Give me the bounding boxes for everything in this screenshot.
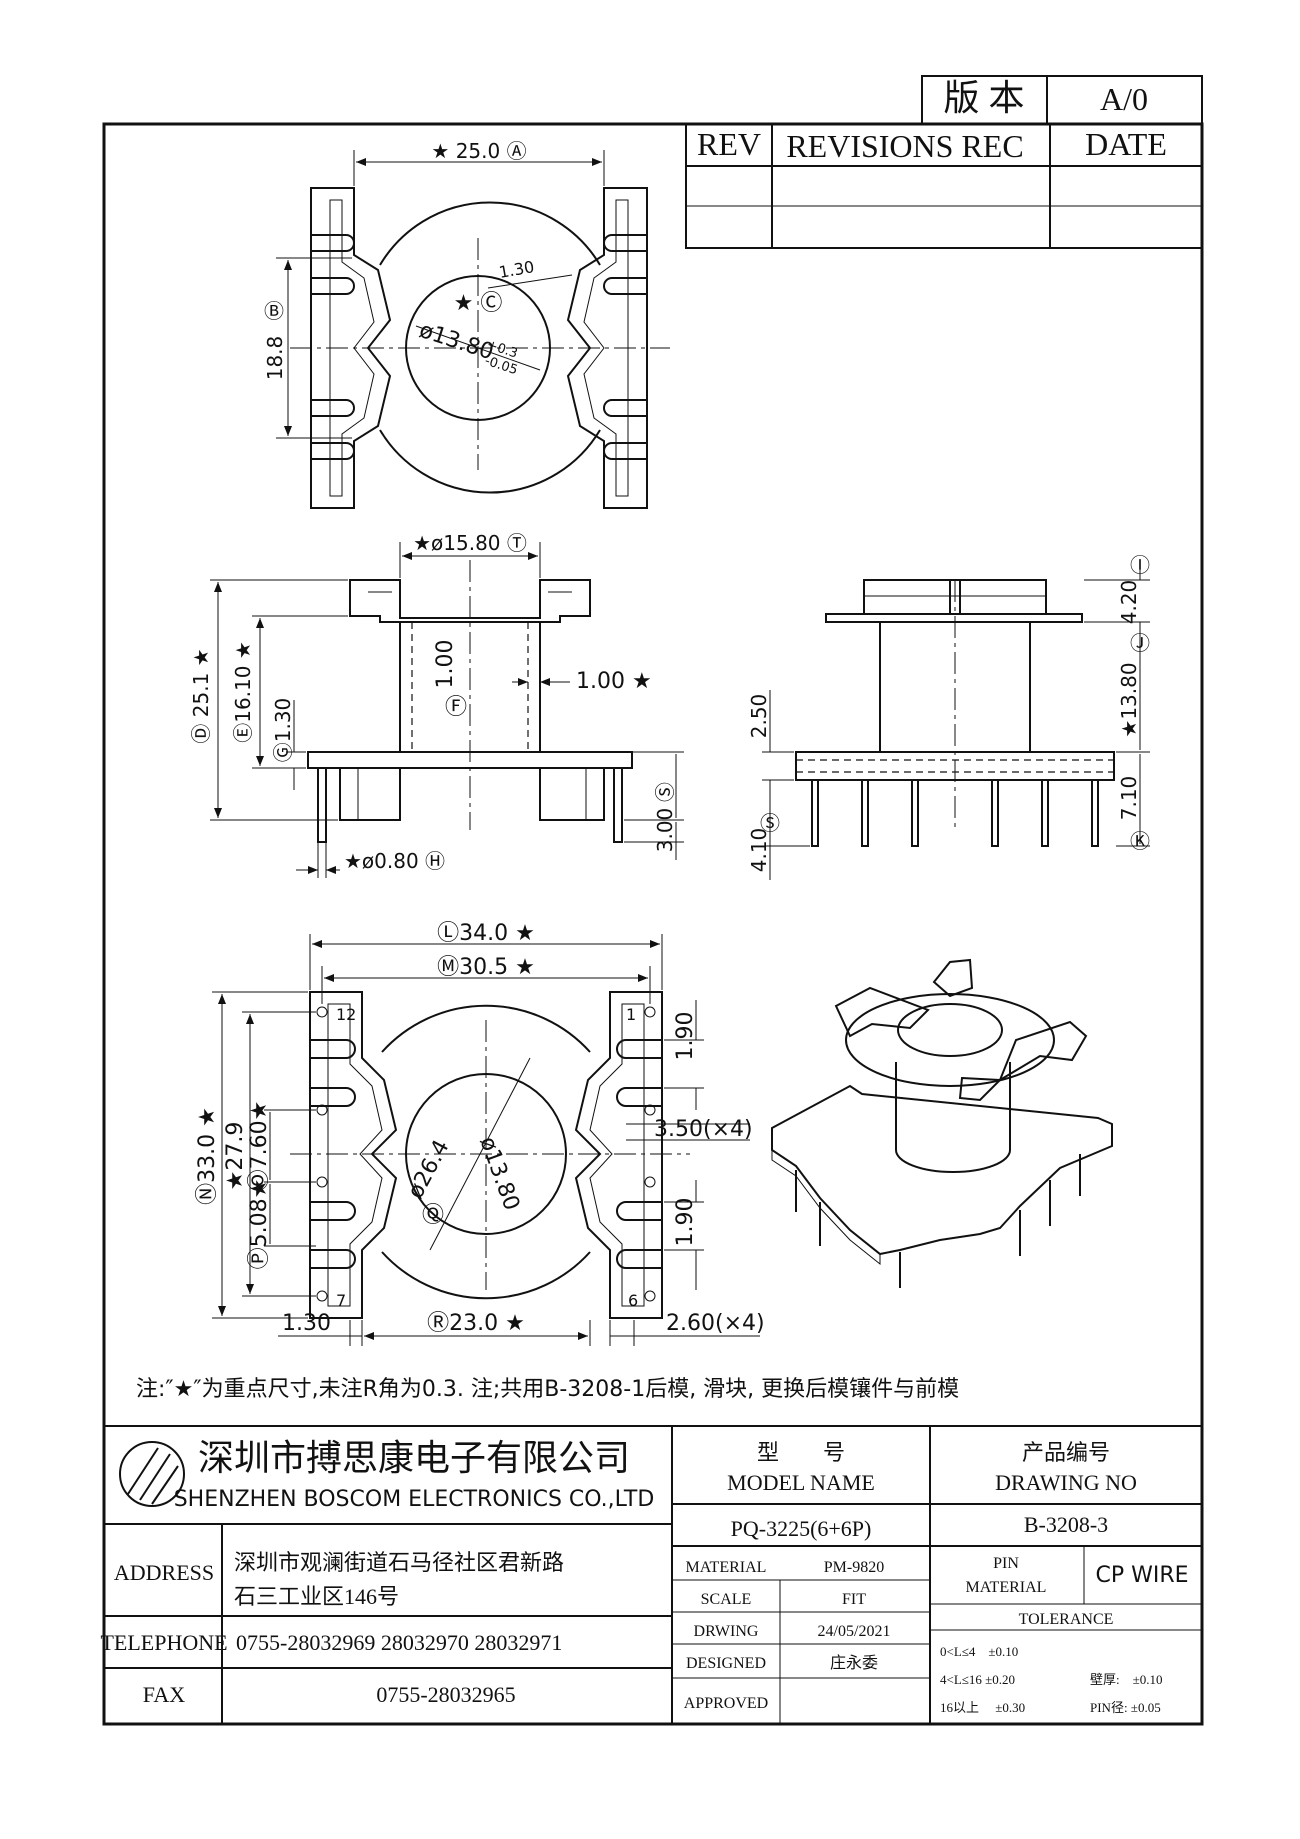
designed-label: DESIGNED	[686, 1655, 766, 1672]
rev-header: REV	[697, 126, 761, 162]
drwing-date: 24/05/2021	[818, 1623, 891, 1640]
pin-material-label: MATERIAL	[966, 1579, 1047, 1596]
side-dim-pin: 4.10	[747, 828, 771, 873]
version-label: 版 本	[943, 78, 1024, 118]
note: 注:″★″为重点尺寸,未注R角为0.3. 注;共用B-3208-1后模, 滑块,…	[136, 1377, 959, 1402]
company-name-cn: 深圳市搏思康电子有限公司	[198, 1438, 630, 1478]
side-dim-top: 4.20	[1117, 580, 1141, 625]
bottom-dim-pin-pitch: Ⓟ5.08★	[247, 1179, 272, 1270]
side-pins	[811, 779, 1099, 847]
bottom-dim-pitch-outer: Ⓜ30.5 ★	[437, 955, 535, 980]
front-dim-total: Ⓓ 25.1 ★	[189, 648, 213, 743]
front-dim-wall: 1.00 ★	[576, 669, 652, 694]
fax-label: FAX	[143, 1682, 185, 1707]
front-dim-pin-len: 3.00	[653, 808, 677, 853]
pin-material-value: CP WIRE	[1095, 1563, 1188, 1588]
model-value: PQ-3225(6+6P)	[731, 1516, 872, 1541]
material-value: PM-9820	[824, 1559, 884, 1576]
bottom-dim-gap-bot: 1.90	[673, 1198, 698, 1247]
company-logo-icon	[119, 1441, 185, 1507]
bottom-outer-marker: Ⓠ	[422, 1203, 444, 1228]
top-dim-wall: 1.30	[497, 257, 535, 282]
pin-label-12: 12	[336, 1005, 356, 1024]
tolerance-label: TOLERANCE	[1019, 1611, 1114, 1628]
scale-label: SCALE	[701, 1591, 752, 1608]
tolerance-row3b: PIN径: ±0.05	[1090, 1700, 1161, 1715]
revision-table: REV REVISIONS REC DATE	[685, 123, 1203, 249]
tolerance-row1: 0<L≤4 ±0.10	[940, 1644, 1018, 1659]
revision-box: 版 本 A/0	[921, 75, 1203, 125]
bottom-dim-slot-w: 3.50(×4)	[654, 1117, 753, 1142]
date-header: DATE	[1085, 126, 1167, 162]
side-view: 4.20 Ⓘ ★13.80 Ⓙ 7.10 Ⓚ 2.50 4.10 Ⓢ	[747, 553, 1150, 880]
material-label: MATERIAL	[686, 1559, 767, 1576]
top-dim-height: 18.8	[263, 336, 287, 381]
bottom-dim-left: 1.30	[282, 1311, 331, 1336]
designed-value: 庄永委	[830, 1654, 878, 1672]
side-dim-step: 2.50	[747, 694, 771, 739]
front-dim-flange-thk: Ⓖ1.30	[271, 698, 295, 763]
pin-label-1: 1	[626, 1005, 636, 1024]
bottom-dim-bore: ø13.80	[474, 1134, 524, 1214]
telephone-value: 0755-28032969 28032970 28032971	[236, 1630, 562, 1655]
address-line2: 石三工业区146号	[234, 1584, 399, 1609]
bottom-dim-gap-top: 1.90	[673, 1012, 698, 1061]
bottom-pin-holes	[316, 1006, 656, 1302]
top-dim-width: ★ 25.0 Ⓐ	[431, 139, 526, 163]
drawing-number: B-3208-3	[1024, 1512, 1108, 1537]
front-view: ★ø15.80 Ⓣ Ⓓ 25.1 ★ Ⓔ16.10 ★ Ⓖ1.30 1.00 Ⓕ…	[189, 531, 684, 878]
bottom-view: 12 1 7 6 Ⓛ34.0 ★ Ⓜ30.5 ★ Ⓝ33.0 ★ ★27.9	[195, 921, 765, 1346]
company-name-en: SHENZHEN BOSCOM ELECTRONICS CO.,LTD	[174, 1487, 655, 1512]
drawing-label-en: DRAWING NO	[995, 1470, 1137, 1495]
side-top-marker: Ⓘ	[1130, 553, 1150, 577]
tolerance-row2b: 壁厚: ±0.10	[1090, 1672, 1163, 1687]
top-dim-bore: ø13.80	[416, 318, 496, 365]
isometric-view	[771, 958, 1113, 1288]
bottom-dim-overall: Ⓛ34.0 ★	[437, 921, 535, 946]
bottom-dim-height: Ⓝ33.0 ★	[195, 1107, 220, 1205]
bottom-dim-mid: Ⓡ23.0 ★	[427, 1311, 525, 1336]
top-view: ★ 25.0 Ⓐ 18.8 Ⓑ 1.30 ★ Ⓒ ø13.80 +0.3 -0.…	[263, 139, 670, 509]
model-label-cn: 型 号	[757, 1440, 845, 1465]
tolerance-row3: 16以上 ±0.30	[940, 1700, 1025, 1715]
side-base-marker: Ⓚ	[1130, 829, 1150, 853]
side-body-marker: Ⓙ	[1130, 631, 1150, 655]
front-center-marker: Ⓕ	[445, 695, 467, 720]
address-line1: 深圳市观澜街道石马径社区君新路	[234, 1550, 564, 1575]
fax-value: 0755-28032965	[376, 1682, 515, 1707]
bottom-dim-outer: ø26.4	[403, 1136, 454, 1203]
drwing-label: DRWING	[694, 1623, 759, 1640]
front-dim-winding: Ⓔ16.10 ★	[231, 641, 255, 743]
version-value: A/0	[1100, 81, 1148, 117]
pin-label: PIN	[993, 1555, 1019, 1572]
side-dim-body: ★13.80	[1117, 662, 1141, 737]
bottom-dim-inner-h: ★27.9	[223, 1122, 248, 1191]
scale-value: FIT	[842, 1591, 866, 1608]
address-label: ADDRESS	[114, 1560, 214, 1585]
side-pin-marker: Ⓢ	[760, 811, 780, 835]
tolerance-row2: 4<L≤16 ±0.20	[940, 1672, 1015, 1687]
drawing-frame	[102, 122, 1204, 1726]
top-dim-height-marker: Ⓑ	[264, 299, 284, 323]
telephone-label: TELEPHONE	[100, 1630, 227, 1655]
front-pin-marker: Ⓢ	[653, 782, 677, 802]
top-center-marker: ★ Ⓒ	[454, 291, 503, 316]
model-label-en: MODEL NAME	[727, 1470, 875, 1495]
front-dim-flange: ★ø15.80 Ⓣ	[413, 531, 527, 555]
title-block: 深圳市搏思康电子有限公司 SHENZHEN BOSCOM ELECTRONICS…	[100, 1425, 1202, 1724]
pin-label-6: 6	[628, 1291, 638, 1310]
side-dim-base: 7.10	[1117, 776, 1141, 821]
revisions-header: REVISIONS REC	[786, 128, 1023, 164]
bottom-dim-pin-w: 2.60(×4)	[666, 1311, 765, 1336]
front-dim-pin: ★ø0.80 Ⓗ	[344, 849, 445, 873]
bottom-dim-slot: Ⓞ7.60★	[247, 1101, 272, 1192]
drawing-label-cn: 产品编号	[1022, 1440, 1110, 1465]
approved-label: APPROVED	[684, 1695, 768, 1712]
pin-label-7: 7	[336, 1291, 346, 1310]
front-dim-inner: 1.00	[433, 640, 458, 689]
